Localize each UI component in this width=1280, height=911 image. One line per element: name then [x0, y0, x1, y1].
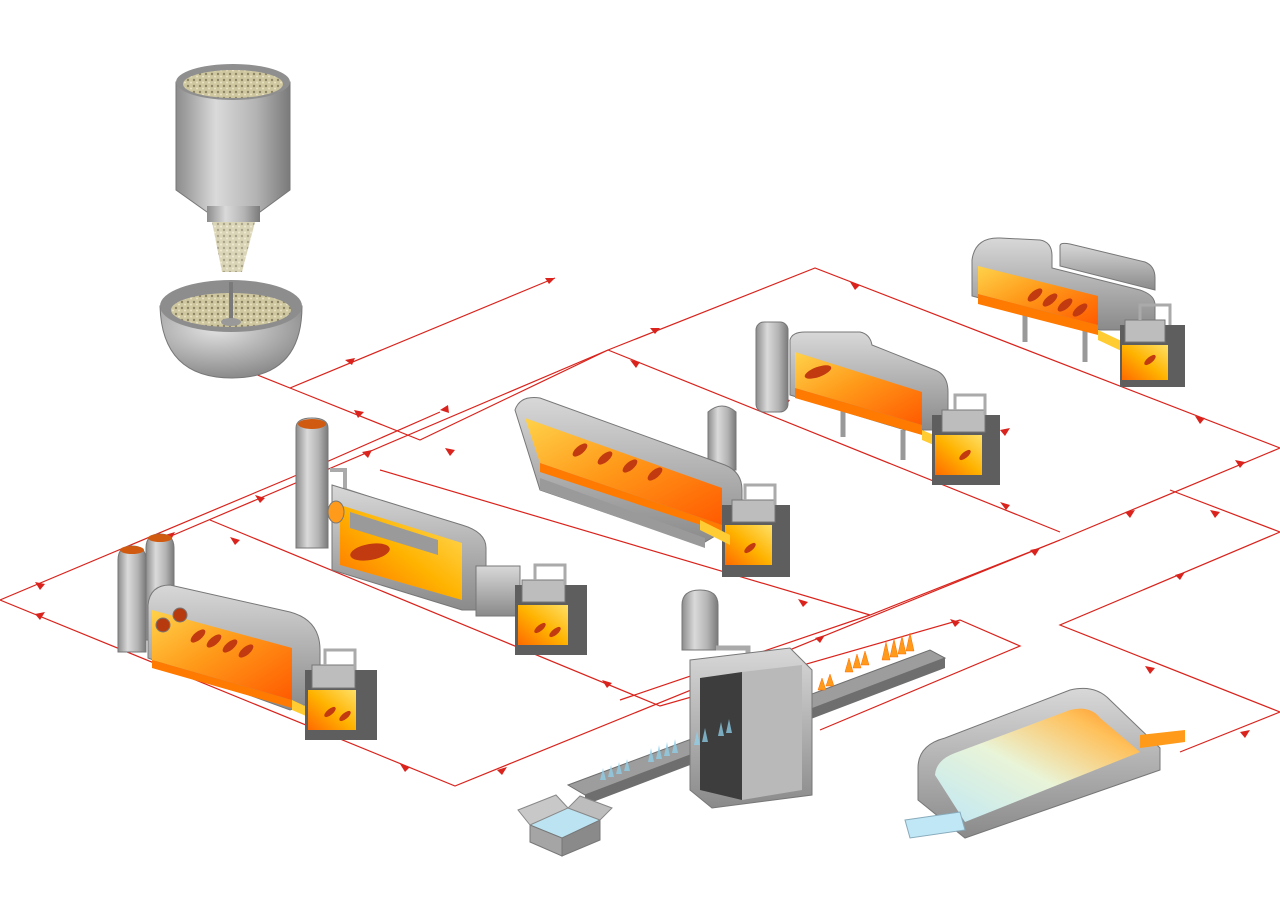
- flow-arrow: [445, 448, 455, 456]
- flow-arrow: [1210, 510, 1220, 518]
- twin-stack-furnace-icon: [117, 533, 377, 740]
- flow-line: [0, 539, 1061, 787]
- flow-line: [0, 411, 441, 601]
- flow-arrow: [1195, 416, 1205, 424]
- electric-melter-icon: [755, 321, 1000, 485]
- flow-arrow: [1175, 572, 1185, 580]
- flow-line: [1058, 489, 1280, 753]
- slanted-tank-furnace-icon: [514, 397, 790, 577]
- flow-line: [607, 349, 1061, 533]
- flow-arrow: [1000, 428, 1010, 436]
- float-bath-icon: [904, 687, 1185, 839]
- flow-arrow: [400, 764, 410, 772]
- flow-arrows: [35, 278, 1250, 775]
- flow-line: [289, 267, 1280, 701]
- flow-line: [149, 349, 609, 546]
- flow-arrow: [1030, 548, 1040, 556]
- flow-arrow: [650, 328, 660, 334]
- flow-arrow: [255, 495, 265, 503]
- flow-arrow: [798, 599, 808, 607]
- flow-arrow: [362, 450, 372, 458]
- regenerative-furnace-icon: [295, 417, 587, 655]
- flow-arrow: [230, 537, 240, 545]
- flow-arrow: [1145, 666, 1155, 674]
- silo-hopper-icon: [175, 64, 291, 272]
- annealing-lehr-icon: [566, 589, 947, 809]
- flow-arrow: [345, 358, 355, 365]
- flow-arrow: [950, 619, 960, 627]
- packaging-box-icon: [517, 794, 613, 857]
- flow-arrow: [850, 282, 860, 290]
- flow-arrow: [545, 278, 555, 284]
- flow-arrow: [1000, 502, 1010, 510]
- flow-lines: [0, 267, 1280, 787]
- flow-arrow: [35, 582, 45, 590]
- flow-arrow: [1240, 730, 1250, 738]
- unit-melter-icon: [971, 237, 1185, 387]
- flow-arrow: [35, 612, 45, 620]
- flow-arrow: [1125, 510, 1135, 518]
- flow-line: [209, 519, 1022, 731]
- flow-arrow: [497, 767, 507, 775]
- flow-arrow: [602, 680, 612, 688]
- flow-line: [379, 469, 871, 616]
- flow-arrow: [440, 405, 449, 413]
- flow-arrow: [1235, 460, 1245, 468]
- flow-arrow: [354, 410, 364, 418]
- mixing-bowl-icon: [159, 280, 303, 379]
- flow-arrow: [630, 360, 640, 368]
- flow-arrow: [815, 635, 825, 643]
